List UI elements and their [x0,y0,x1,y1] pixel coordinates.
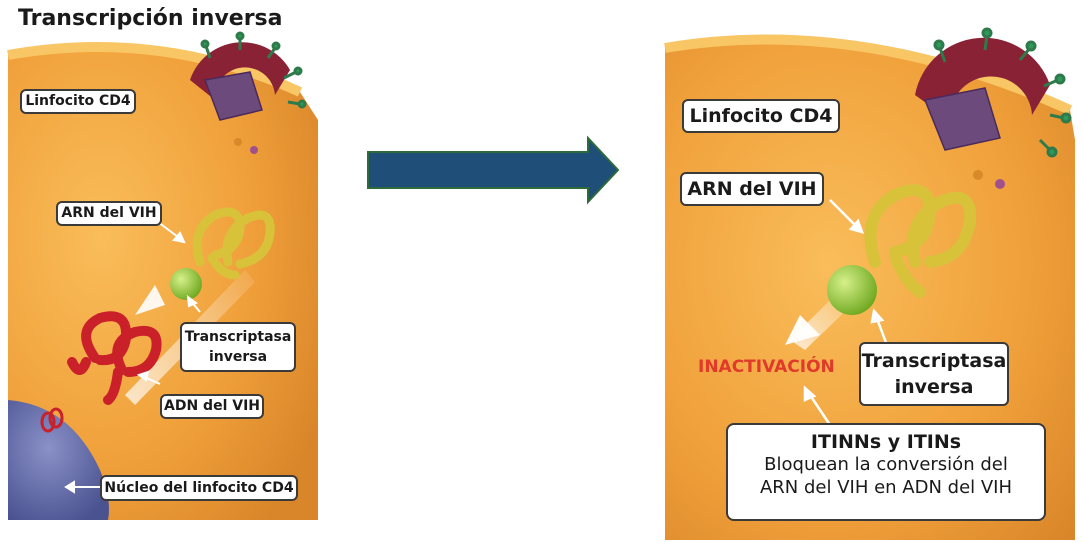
right-rna-label: ARN del VIH [680,172,824,206]
left-rna-label: ARN del VIH [56,201,162,226]
drug-line-2: ARN del VIH en ADN del VIH [759,477,1013,498]
left-cell-label: Linfocito CD4 [20,89,136,114]
inactivation-label: INACTIVACIÓN [698,357,835,377]
right-enzyme [827,265,877,315]
right-virus [915,27,1072,189]
left-rna-coil [192,207,275,280]
right-rna-coil [864,184,977,298]
right-rt-line1: Transcriptasa [861,350,1007,372]
left-enzyme [170,268,202,300]
right-rt-label: Transcriptasa inversa [859,342,1009,406]
left-dna-coil [67,311,162,405]
left-pointers [64,221,201,494]
left-dna-fragment [40,407,64,433]
right-cell-label: Linfocito CD4 [682,99,840,133]
left-virus [190,31,307,154]
left-rt-label: Transcriptasa inversa [180,322,296,372]
left-rt-line2: inversa [208,349,268,365]
left-rt-line1: Transcriptasa [184,329,292,345]
left-nucleus-label: Núcleo del linfocito CD4 [100,475,298,501]
drug-info-box: ITINNs y ITINs Bloquean la conversión de… [726,423,1046,521]
left-dna-label: ADN del VIH [160,394,264,419]
right-rt-line2: inversa [894,376,974,398]
drug-title: ITINNs y ITINs [810,431,962,453]
left-title: Transcripción inversa [18,6,283,31]
transition-arrow [367,135,620,205]
drug-line-1: Bloquean la conversión del [764,454,1008,475]
left-nucleus [8,400,109,520]
